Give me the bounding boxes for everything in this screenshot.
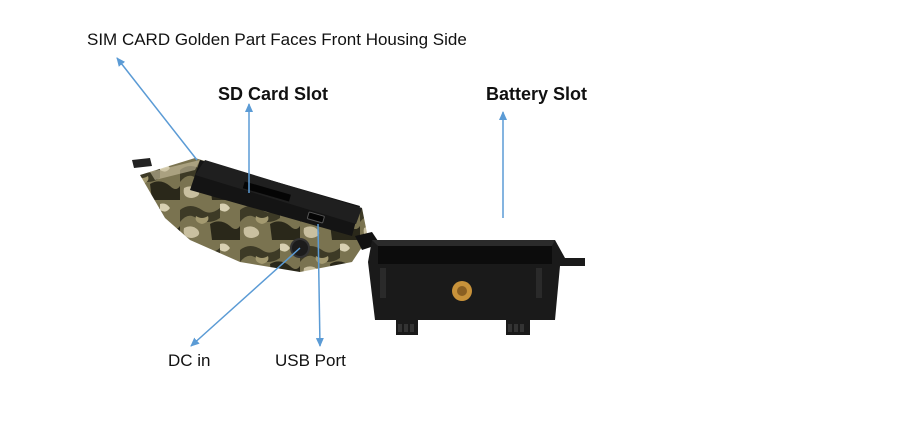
dc-in-label: DC in bbox=[168, 351, 211, 370]
dc-in-arrow bbox=[190, 247, 301, 347]
usb-port-label: USB Port bbox=[275, 351, 346, 370]
sim-card-arrow bbox=[116, 57, 198, 161]
front-cover bbox=[132, 158, 380, 272]
usb-port-arrow bbox=[315, 223, 324, 347]
battery-housing bbox=[368, 240, 585, 335]
usb-port bbox=[306, 211, 325, 224]
sd-card-slot bbox=[242, 181, 291, 202]
battery-slot-label: Battery Slot bbox=[486, 84, 588, 104]
sim-card-label: SIM CARD Golden Part Faces Front Housing… bbox=[87, 30, 467, 49]
sd-card-slot-label: SD Card Slot bbox=[218, 84, 329, 104]
